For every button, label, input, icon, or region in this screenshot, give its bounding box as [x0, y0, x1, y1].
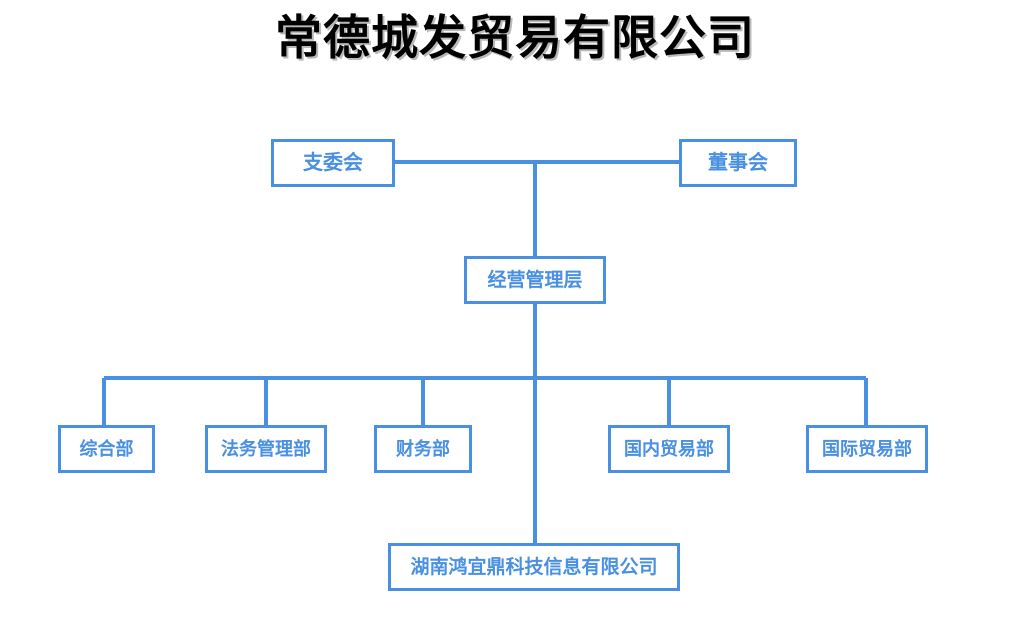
node-guanlianceng[interactable]: 经营管理层 — [464, 256, 606, 304]
node-zhiweihui[interactable]: 支委会 — [271, 139, 395, 187]
node-dongshihui[interactable]: 董事会 — [679, 139, 797, 187]
node-zonghebu-label: 综合部 — [79, 439, 134, 459]
node-guojibu[interactable]: 国际贸易部 — [806, 425, 928, 473]
node-zonghebu[interactable]: 综合部 — [58, 425, 155, 473]
node-fawubu-label: 法务管理部 — [221, 439, 311, 459]
node-zhiweihui-label: 支委会 — [303, 152, 363, 174]
node-fawubu[interactable]: 法务管理部 — [205, 425, 327, 473]
node-caiwubu-label: 财务部 — [396, 439, 450, 459]
node-dongshihui-label: 董事会 — [708, 152, 768, 174]
node-guojibu-label: 国际贸易部 — [822, 439, 912, 459]
node-guoneibu-label: 国内贸易部 — [624, 439, 714, 459]
page-title: 常德城发贸易有限公司 — [275, 11, 755, 66]
node-caiwubu[interactable]: 财务部 — [374, 425, 472, 473]
node-guanlianceng-label: 经营管理层 — [487, 269, 583, 291]
node-guoneibu[interactable]: 国内贸易部 — [608, 425, 730, 473]
node-subsidiary[interactable]: 湖南鸿宜鼎科技信息有限公司 — [388, 543, 680, 591]
node-subsidiary-label: 湖南鸿宜鼎科技信息有限公司 — [410, 556, 658, 578]
